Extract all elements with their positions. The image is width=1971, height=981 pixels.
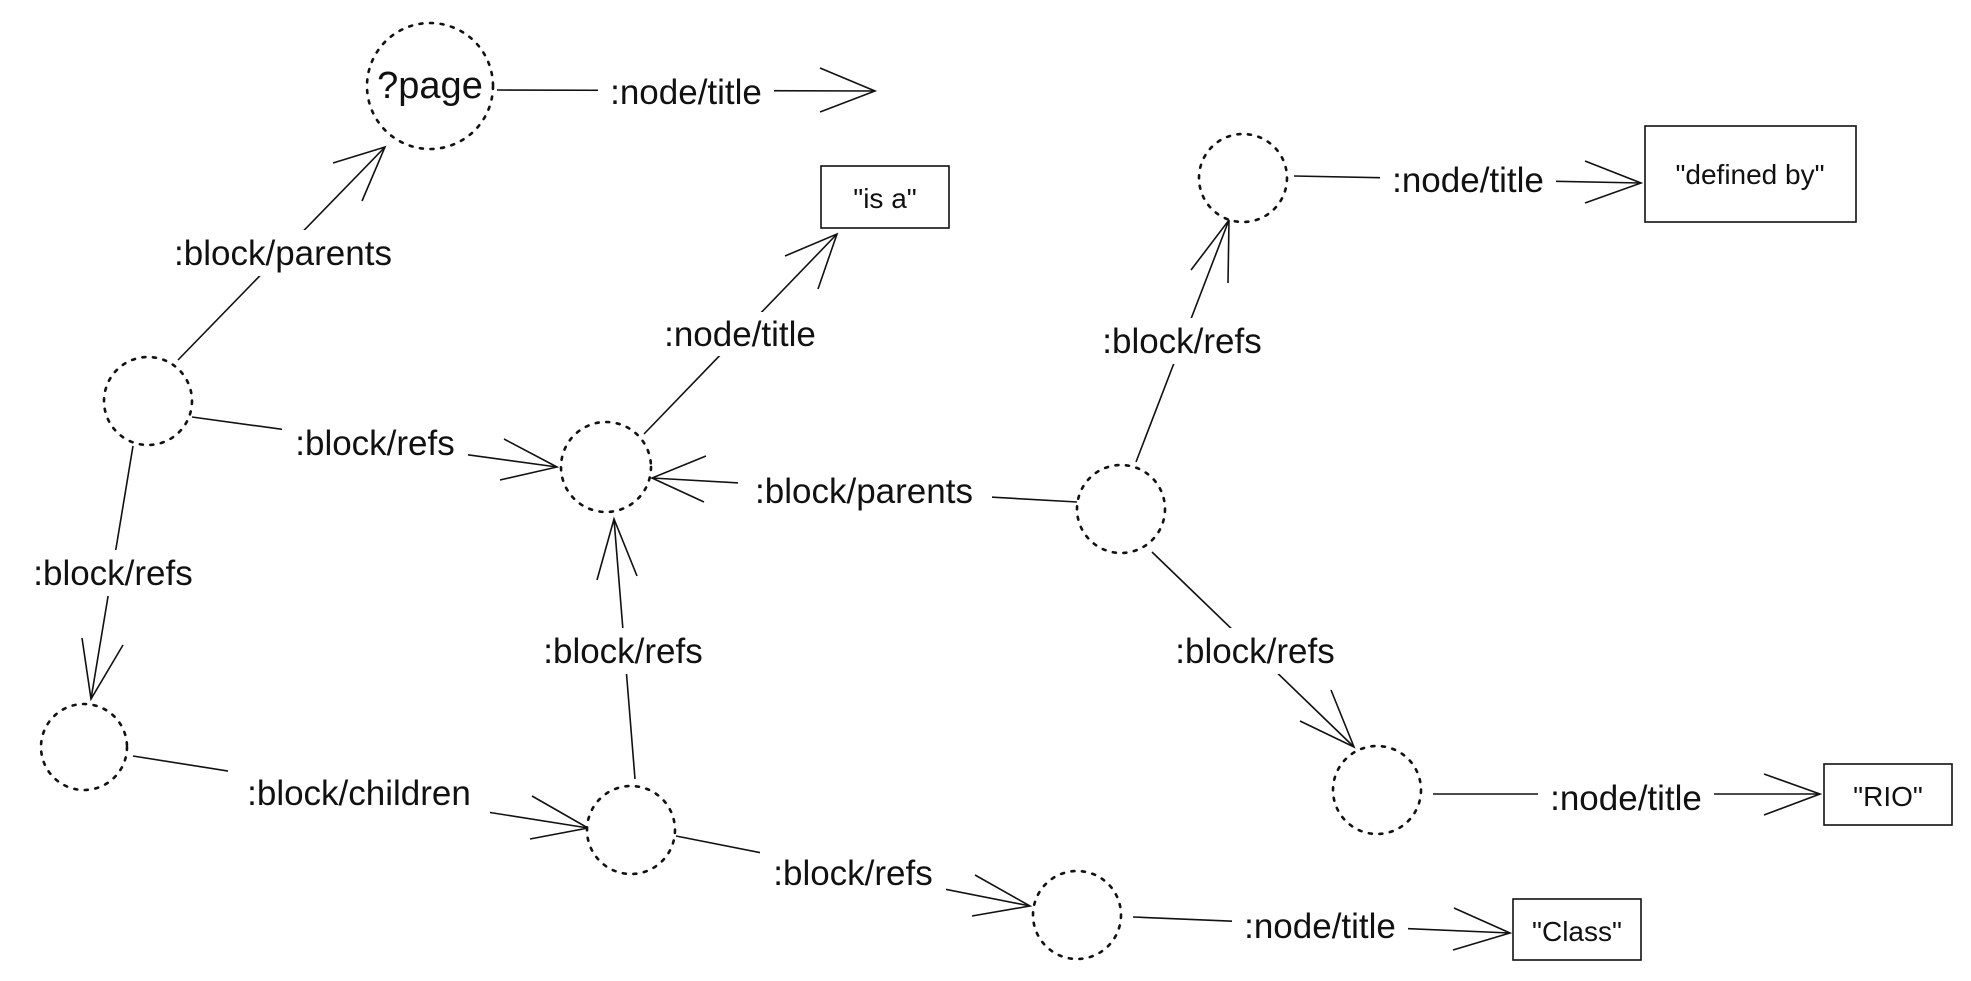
node-top-right: [1197, 132, 1289, 224]
node-lower-left: [39, 702, 129, 792]
edge-label-children: :block/children: [247, 774, 471, 813]
defined-by-label: "defined by": [1675, 159, 1824, 190]
node-upper-left: [102, 355, 194, 447]
edge-label-lower-refs-up: :block/refs: [543, 632, 703, 671]
rio-label: "RIO": [1853, 781, 1923, 812]
edge-label-lower-refs-class: :block/refs: [773, 854, 933, 893]
node-bottom: [1031, 869, 1123, 961]
node-lower-right: [1331, 744, 1423, 836]
node-mid-right: [1075, 463, 1167, 555]
is-a-box: "is a": [820, 165, 950, 229]
class-label: "Class": [1532, 916, 1622, 947]
edge-label-isa-title: :node/title: [664, 315, 816, 354]
edge-label-rio-title: :node/title: [1550, 779, 1702, 818]
edge-label-right-refs-down: :block/refs: [1175, 632, 1335, 671]
is-a-label: "is a": [853, 183, 916, 214]
edge-label-defined-title: :node/title: [1392, 161, 1544, 200]
rio-box: "RIO": [1823, 763, 1953, 826]
node-center: [559, 420, 653, 514]
edge-label-class-title: :node/title: [1244, 907, 1396, 946]
edge-labels: :node/title :block/parents :node/title :…: [20, 71, 1714, 948]
edge-label-page-title: :node/title: [610, 73, 762, 112]
edge-label-right-refs-up: :block/refs: [1102, 322, 1262, 361]
edge-label-left-refs-center: :block/refs: [295, 424, 455, 463]
class-box: "Class": [1512, 898, 1642, 961]
edge-label-left-refs-down: :block/refs: [33, 554, 193, 593]
node-lower-center: [585, 784, 677, 876]
page-node-label: ?page: [377, 65, 483, 107]
edge-label-parents-to-center: :block/parents: [755, 472, 973, 511]
defined-by-box: "defined by": [1644, 125, 1857, 223]
page-node: ?page: [365, 21, 495, 151]
edge-label-block-parents-top: :block/parents: [174, 234, 392, 273]
